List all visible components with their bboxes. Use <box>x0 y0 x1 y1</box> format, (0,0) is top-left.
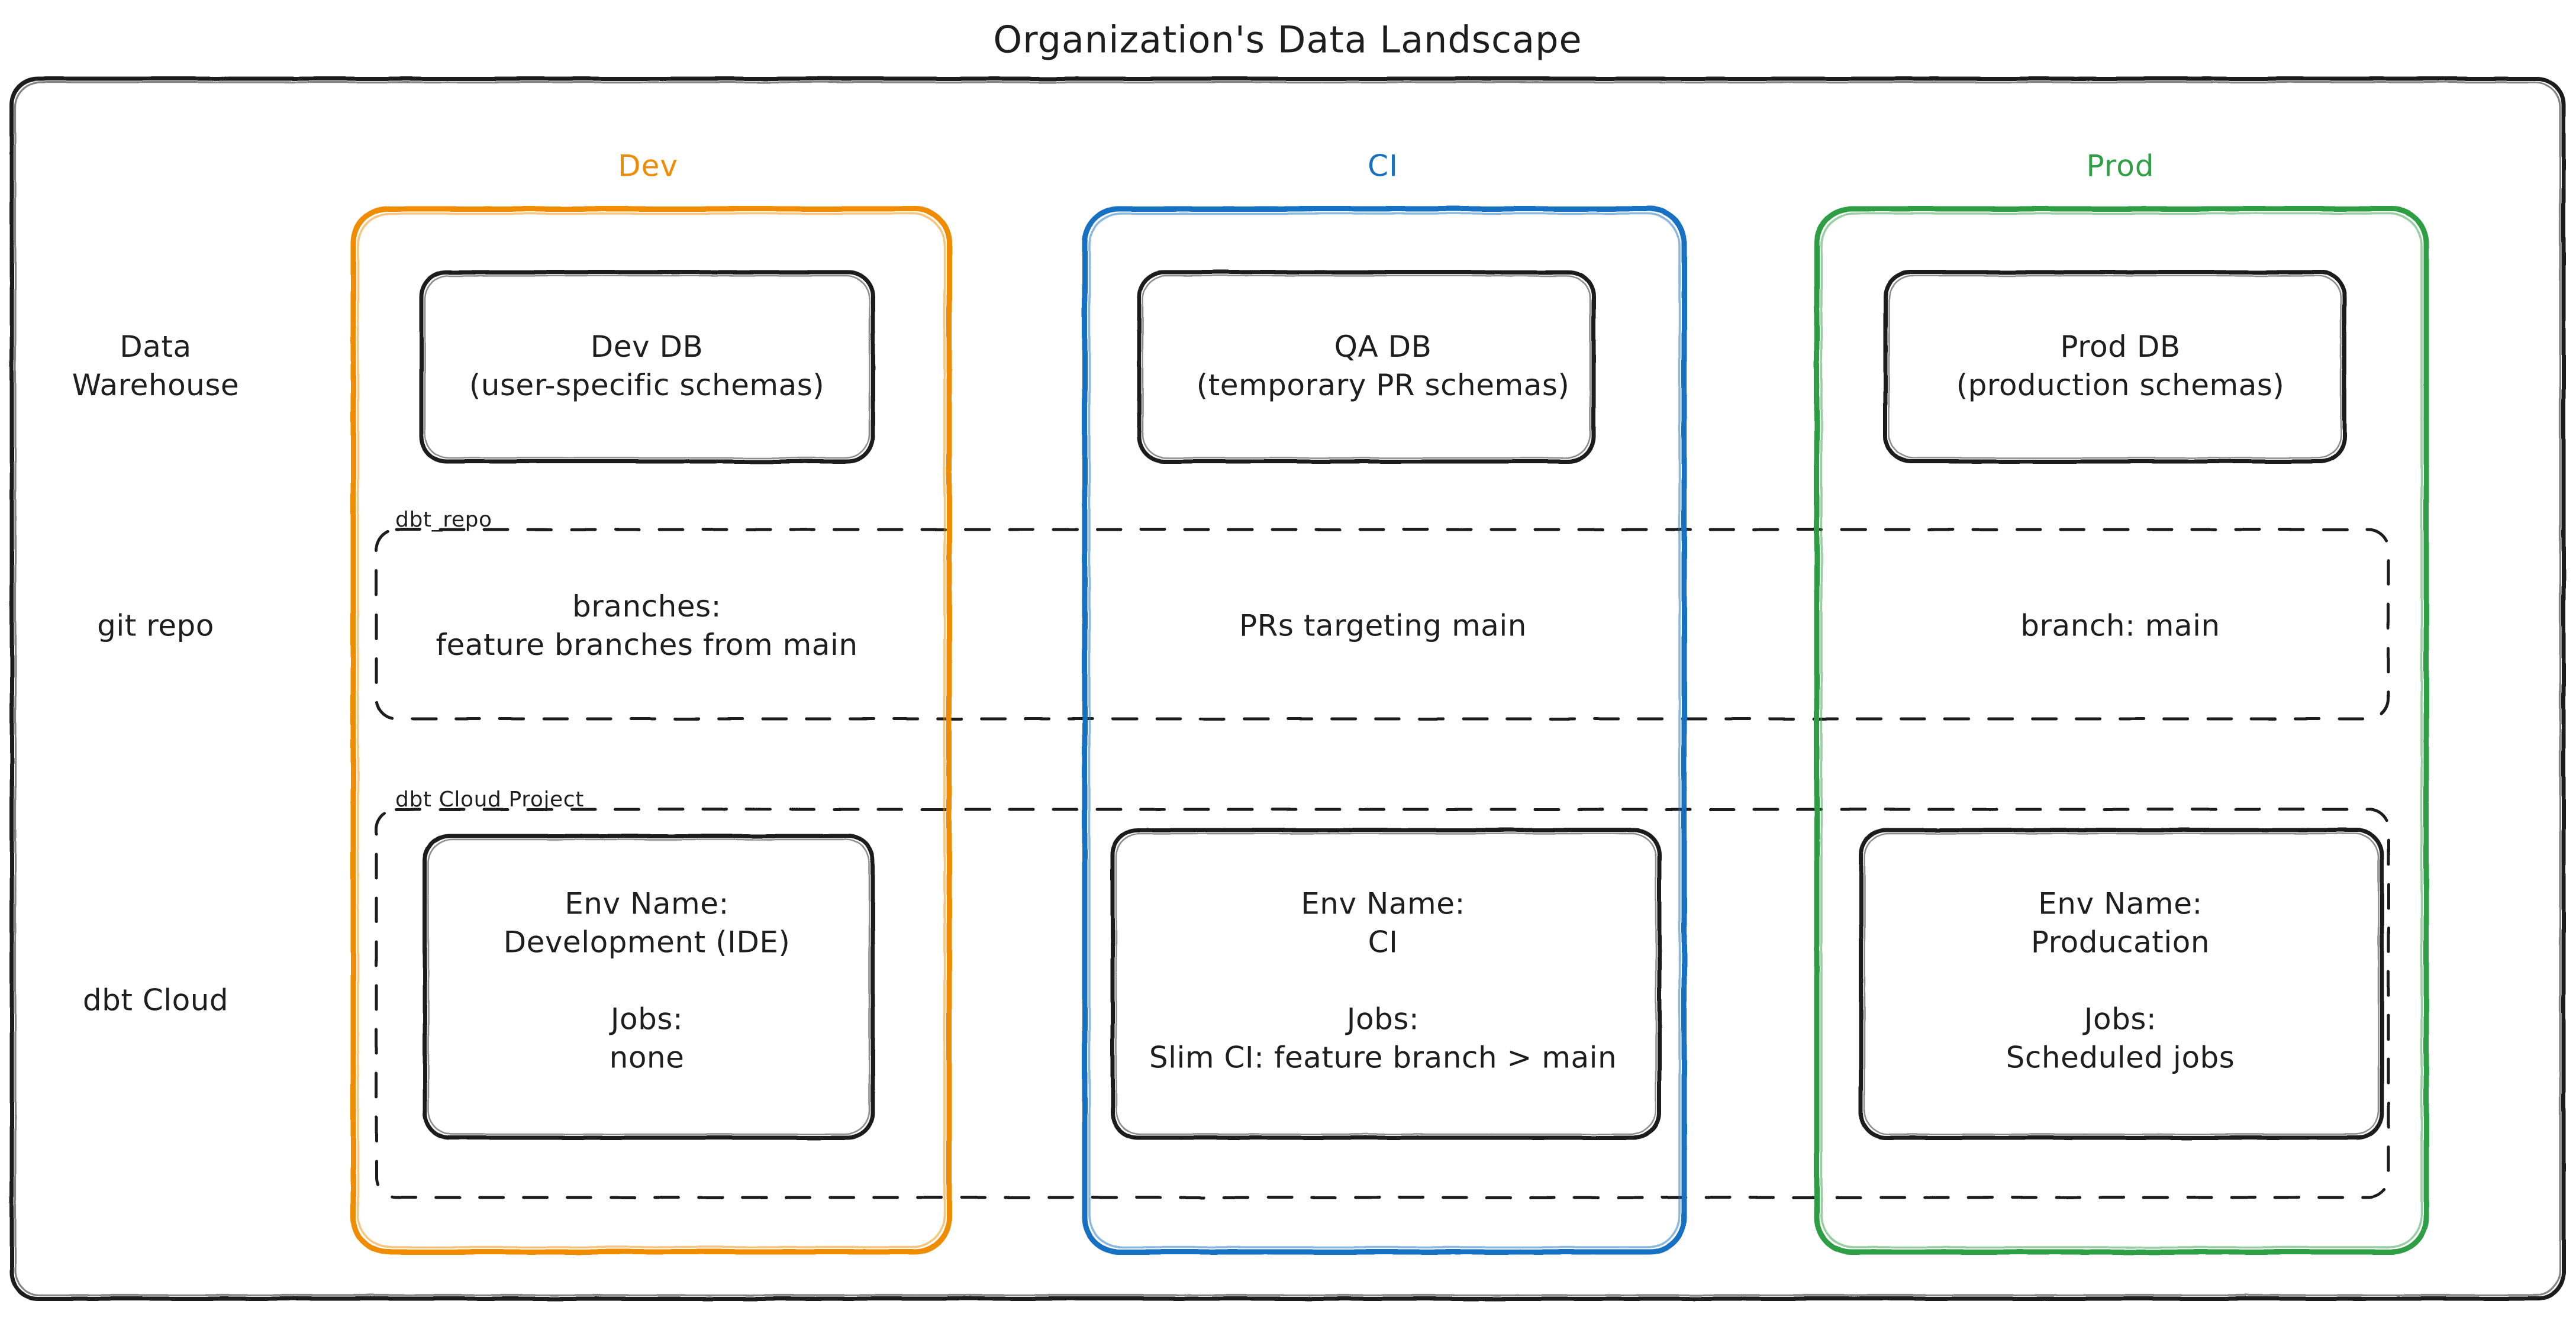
group-dbt-repo-boundary <box>375 528 2390 721</box>
node-box-dev-env <box>423 834 875 1140</box>
column-container-prod <box>1814 206 2429 1255</box>
group-dbt-cloud-project-boundary <box>375 808 2390 1199</box>
column-container-ci <box>1082 206 1687 1255</box>
node-box-prod-db <box>1883 270 2347 464</box>
node-box-prod-env <box>1859 828 2384 1140</box>
column-container-dev <box>350 206 952 1255</box>
node-box-ci-env <box>1110 828 1662 1140</box>
outer-frame <box>9 76 2566 1301</box>
node-box-qa-db <box>1137 270 1596 464</box>
node-box-dev-db <box>419 270 875 464</box>
